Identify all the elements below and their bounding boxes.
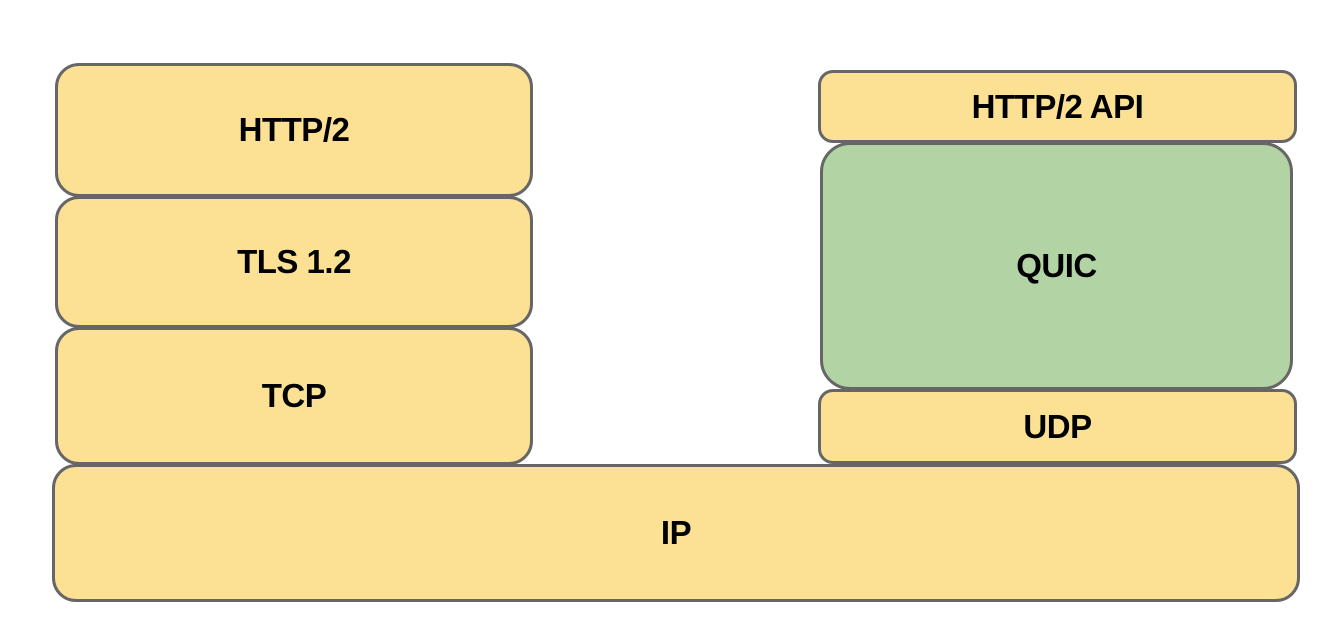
box-tls-1-2-label: TLS 1.2 (237, 243, 351, 280)
box-quic-label: QUIC (1016, 247, 1097, 284)
box-ip: IP (52, 464, 1300, 602)
box-http2-api: HTTP/2 API (818, 70, 1297, 143)
box-tls-1-2: TLS 1.2 (55, 196, 533, 328)
box-ip-label: IP (660, 514, 692, 551)
box-quic: QUIC (820, 142, 1293, 390)
box-tcp: TCP (55, 327, 533, 465)
box-udp-label: UDP (1023, 407, 1092, 445)
box-udp: UDP (818, 389, 1297, 464)
box-http2-api-label: HTTP/2 API (971, 87, 1144, 125)
box-http2: HTTP/2 (55, 63, 533, 197)
box-http2-label: HTTP/2 (238, 111, 350, 148)
box-tcp-label: TCP (261, 377, 327, 414)
